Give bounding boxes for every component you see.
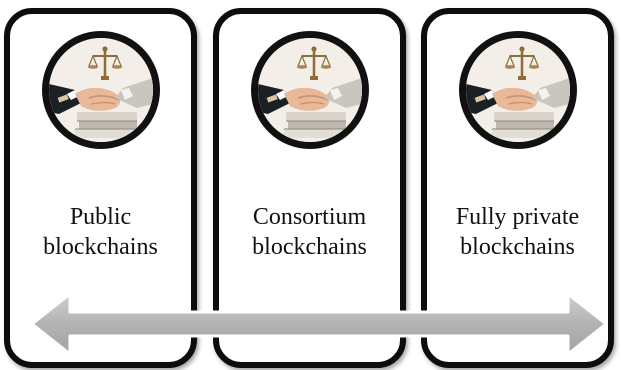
card-label: Public blockchains (14, 202, 187, 262)
card-label: Consortium blockchains (223, 202, 396, 262)
label-line: Fully private (455, 204, 580, 230)
label-line: blockchains (460, 234, 575, 260)
handshake-icon (250, 31, 369, 149)
label-line: Consortium (252, 204, 367, 230)
blockchain-type-card-public: Public blockchains (4, 8, 197, 368)
handshake-icon (41, 31, 160, 149)
double-headed-arrow-icon (30, 290, 608, 358)
label-line: blockchains (252, 234, 367, 260)
label-line: Public (69, 204, 132, 230)
blockchain-type-card-consortium: Consortium blockchains (213, 8, 406, 368)
label-line: blockchains (43, 234, 158, 260)
card-label: Fully private blockchains (431, 202, 604, 262)
handshake-icon (458, 31, 577, 149)
